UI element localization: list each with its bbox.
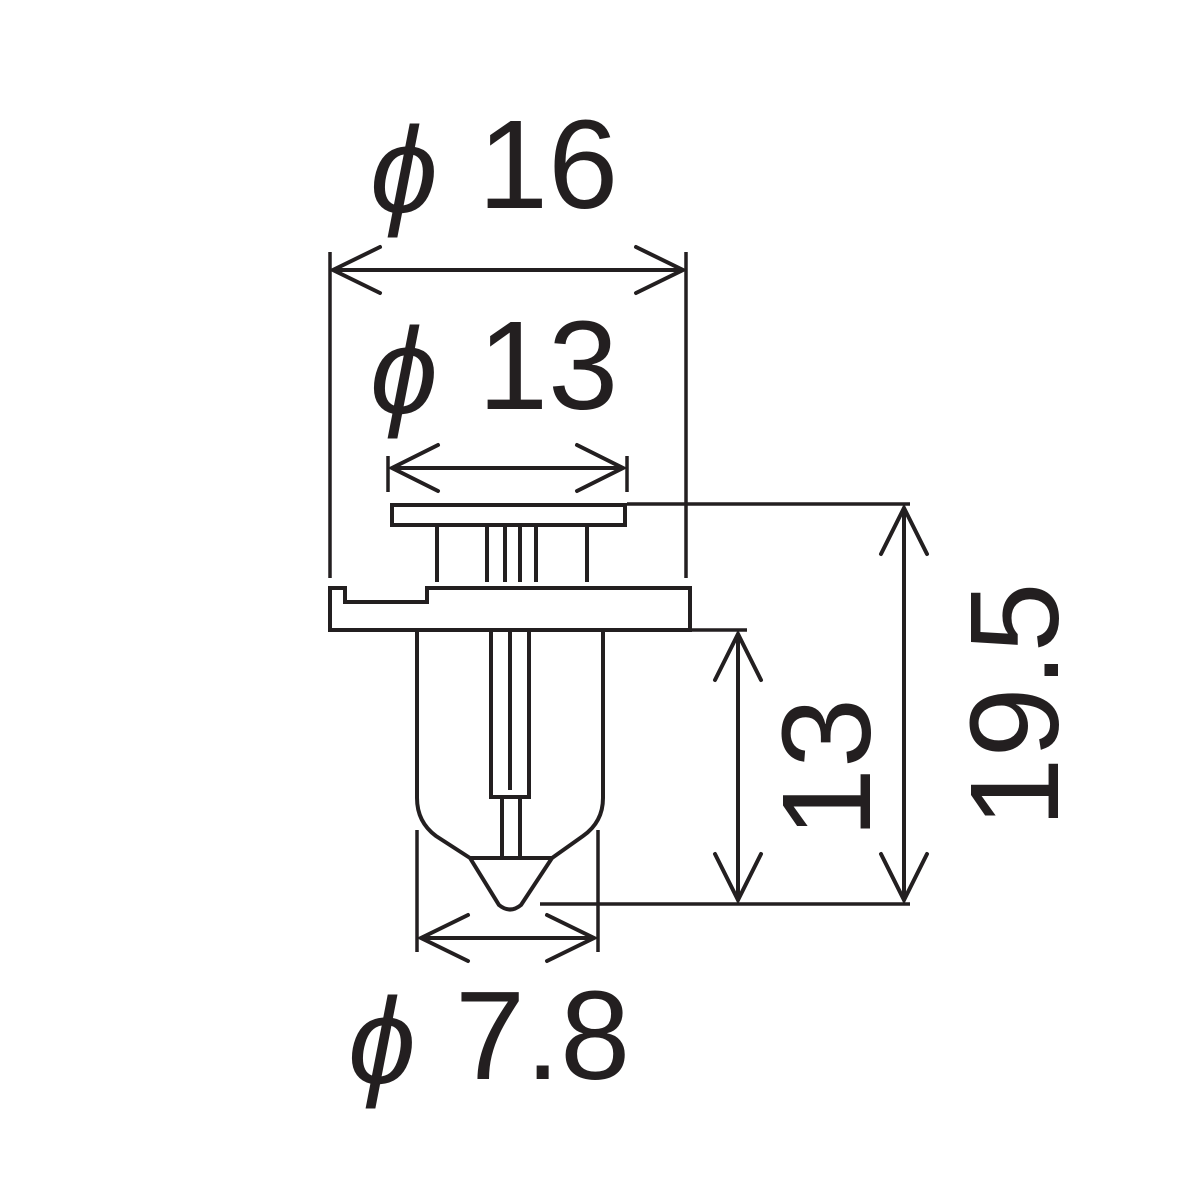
arrow-left-icon <box>416 913 470 963</box>
diameter-symbol: ϕ <box>370 102 438 238</box>
cap-plate <box>390 503 627 527</box>
flange <box>328 586 692 632</box>
label-shank-length: 13 <box>756 698 897 838</box>
label-16: ϕ 16 <box>370 94 618 238</box>
dimension-13-vertical <box>713 629 763 905</box>
label-cap-diameter: 13 <box>478 295 618 436</box>
arrow-left-icon <box>328 245 382 295</box>
clip-part <box>328 503 692 912</box>
arrow-right-icon <box>575 443 628 493</box>
arrow-right-icon <box>634 245 688 295</box>
label-shank-diameter: 7.8 <box>455 965 630 1106</box>
dimension-19-5 <box>879 503 929 905</box>
extension-lines <box>328 252 910 952</box>
arrow-left-icon <box>387 443 440 493</box>
arrow-up-icon <box>713 629 763 682</box>
diameter-symbol: ϕ <box>348 973 416 1109</box>
arrow-down-icon <box>879 852 929 905</box>
shank-inner-slot <box>489 630 531 799</box>
arrow-down-icon <box>713 852 763 905</box>
arrow-up-icon <box>879 503 929 556</box>
arrow-right-icon <box>545 913 599 963</box>
label-flange-diameter: 16 <box>478 94 618 235</box>
dimension-13-horizontal <box>387 443 628 493</box>
diameter-symbol: ϕ <box>370 303 438 439</box>
dimension-7-8 <box>416 913 599 963</box>
label-total-length: 19.5 <box>944 582 1085 827</box>
shank-body <box>415 630 605 912</box>
dimension-16 <box>328 245 688 295</box>
label-7-8: ϕ 7.8 <box>348 965 630 1109</box>
label-13-horizontal: ϕ 13 <box>370 295 618 439</box>
